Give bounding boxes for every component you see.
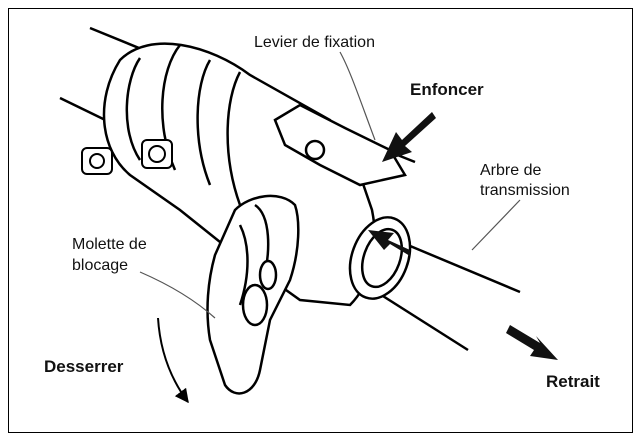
fixation-lever bbox=[273, 103, 416, 187]
loosen-arrow bbox=[157, 317, 189, 404]
knob-label-line2: blocage bbox=[72, 257, 129, 274]
push-arrow bbox=[382, 112, 436, 162]
bolt-left bbox=[81, 139, 173, 175]
retract-insertion-arrow bbox=[368, 230, 410, 256]
push-label: Enfoncer bbox=[410, 80, 484, 99]
retract-label: Retrait bbox=[546, 372, 600, 391]
retract-arrow bbox=[506, 325, 558, 360]
diagram-frame bbox=[8, 8, 633, 433]
locking-knob bbox=[206, 194, 300, 395]
knob-label-line1: Molette de bbox=[72, 236, 147, 253]
lever-label: Levier de fixation bbox=[254, 34, 375, 51]
shaft-label-line1: Arbre de bbox=[480, 162, 542, 179]
leader-lines bbox=[139, 51, 521, 319]
shaft-label-line2: transmission bbox=[480, 182, 570, 199]
loosen-label: Desserrer bbox=[44, 357, 124, 376]
